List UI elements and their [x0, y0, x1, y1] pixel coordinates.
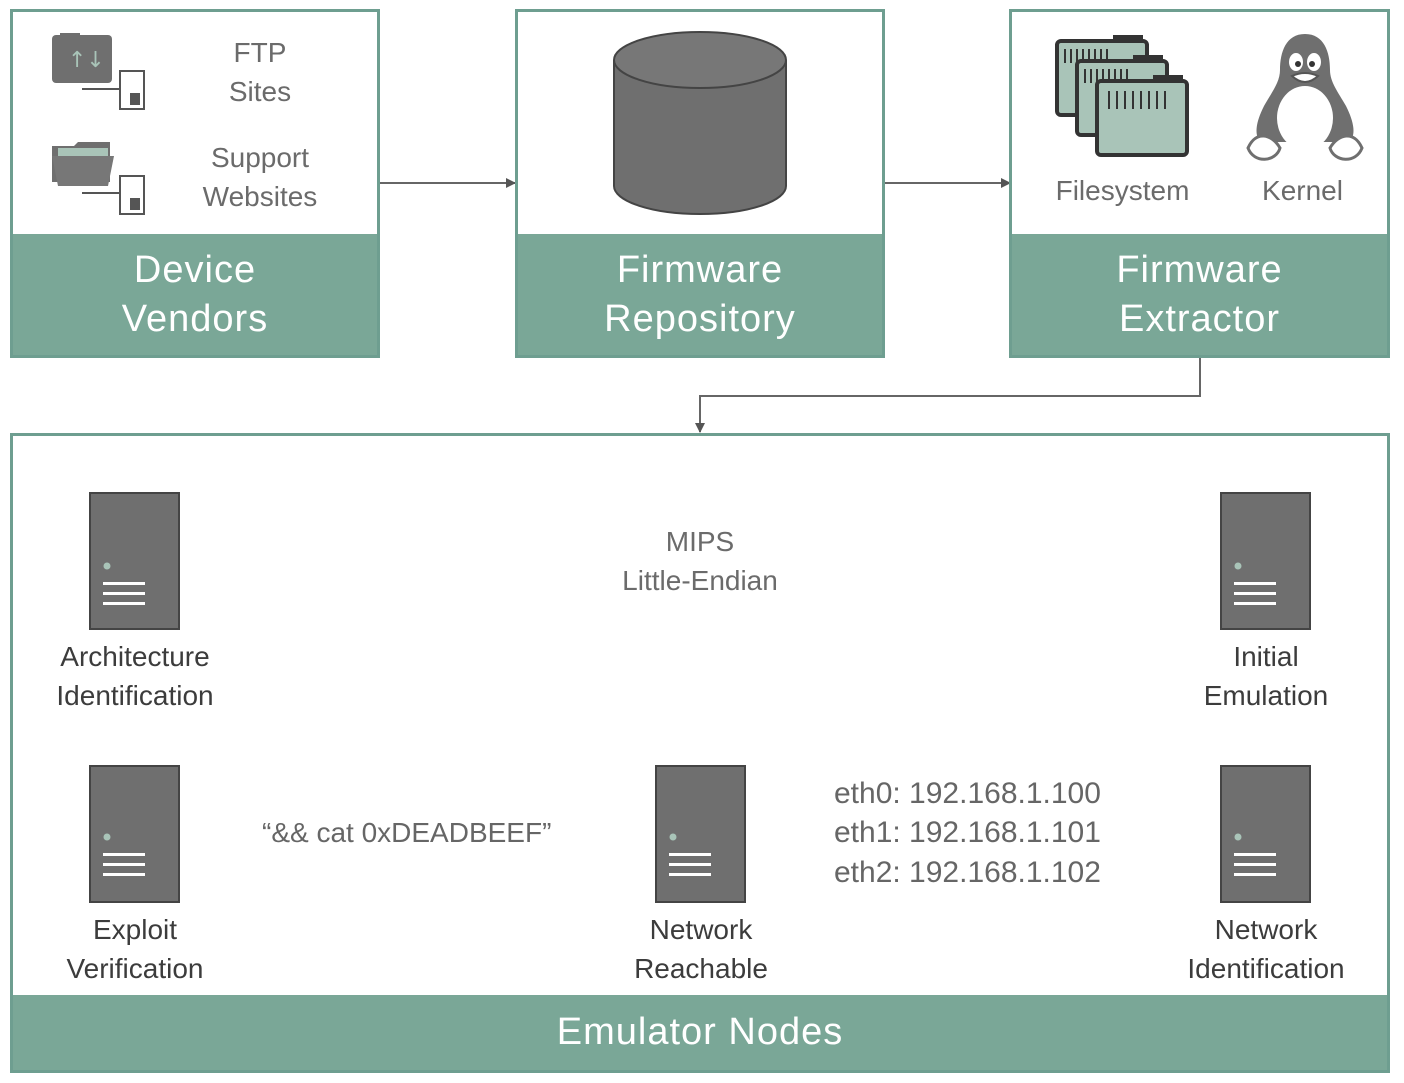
- ftp-server-icon: ↑↓: [52, 33, 145, 110]
- architecture-line2: Identification: [56, 680, 214, 711]
- architecture-identification-label: Architecture Identification: [30, 637, 240, 715]
- mips-line2: Little-Endian: [622, 565, 778, 596]
- ftp-sites-line2: Sites: [228, 76, 292, 107]
- network-reachable-label: Network Reachable: [605, 910, 797, 988]
- architecture-line1: Architecture: [60, 641, 210, 672]
- netid-line2: Identification: [1187, 953, 1345, 984]
- exploit-command-label: “&& cat 0xDEADBEEF”: [262, 813, 552, 853]
- firmware-extractor-title-line2: Extractor: [1118, 297, 1281, 340]
- filesystem-icon: [1055, 35, 1189, 157]
- exploit-verification-label: Exploit Verification: [40, 910, 230, 988]
- ftp-sites-label: FTP Sites: [180, 33, 340, 111]
- exploit-line2: Verification: [66, 953, 204, 984]
- kernel-label: Kernel: [1262, 175, 1343, 206]
- device-vendors-title-line2: Vendors: [121, 297, 269, 340]
- support-websites-label: Support Websites: [170, 138, 350, 216]
- initial-line2: Emulation: [1203, 680, 1329, 711]
- svg-text:↑↓: ↑↓: [68, 48, 105, 73]
- device-vendors-panel: Device Vendors: [10, 9, 380, 358]
- initial-emulation-server-icon: [1220, 492, 1311, 630]
- reachable-server-icon: [655, 765, 746, 903]
- firmware-extractor-band: Firmware Extractor: [1012, 234, 1387, 355]
- support-folder-icon: [52, 142, 145, 215]
- support-websites-line2: Websites: [202, 181, 318, 212]
- initial-emulation-label: Initial Emulation: [1170, 637, 1362, 715]
- eth1-address: eth1: 192.168.1.101: [834, 813, 1101, 853]
- database-icon: [613, 31, 787, 215]
- eth0-address: eth0: 192.168.1.100: [834, 774, 1101, 814]
- netid-line1: Network: [1214, 914, 1318, 945]
- eth2-address: eth2: 192.168.1.102: [834, 853, 1101, 893]
- reachable-line2: Reachable: [634, 953, 768, 984]
- network-id-server-icon: [1220, 765, 1311, 903]
- firmware-repository-band: Firmware Repository: [518, 234, 882, 355]
- mips-arch-label: MIPS Little-Endian: [612, 522, 788, 600]
- architecture-server-icon: [89, 492, 180, 630]
- firmware-repository-title-line1: Firmware: [616, 248, 784, 291]
- network-identification-label: Network Identification: [1160, 910, 1372, 988]
- filesystem-label: Filesystem: [1055, 175, 1190, 206]
- support-websites-line1: Support: [210, 142, 310, 173]
- mips-line1: MIPS: [665, 526, 735, 557]
- firmware-repository-title-line2: Repository: [604, 297, 796, 340]
- device-vendors-title-line1: Device: [133, 248, 257, 291]
- firmware-extractor-title-line1: Firmware: [1116, 248, 1283, 291]
- emulator-nodes-title: Emulator Nodes: [556, 1011, 844, 1053]
- reachable-line1: Network: [649, 914, 753, 945]
- exploit-server-icon: [89, 765, 180, 903]
- ftp-sites-line1: FTP: [233, 37, 287, 68]
- linux-penguin-icon: [1246, 34, 1364, 161]
- device-vendors-band: Device Vendors: [13, 234, 377, 355]
- initial-line1: Initial: [1233, 641, 1299, 672]
- exploit-line1: Exploit: [92, 914, 178, 945]
- arrow-extractor-to-emulator: [695, 358, 1201, 433]
- emulator-nodes-band: Emulator Nodes: [13, 995, 1387, 1070]
